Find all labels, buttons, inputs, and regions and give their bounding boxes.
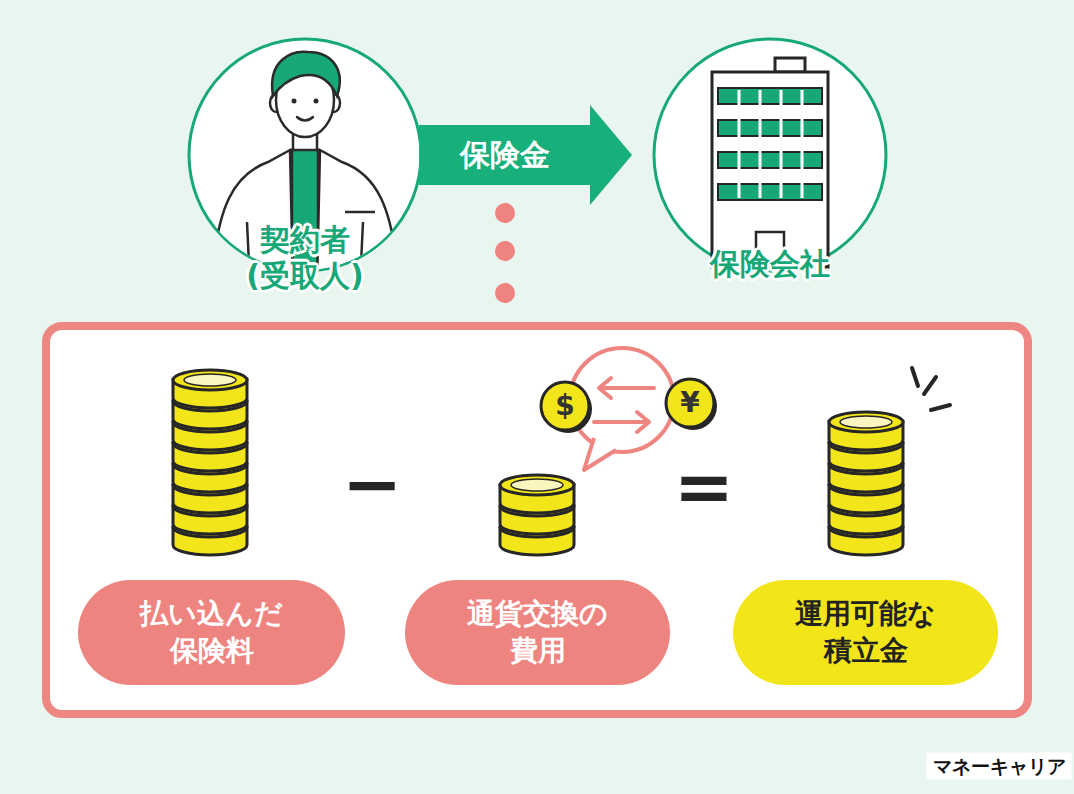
circle-label: 保険会社 bbox=[710, 246, 830, 282]
circle-outline bbox=[652, 37, 888, 273]
pill-label: 払い込んだ 保険料 bbox=[102, 596, 322, 669]
watermark: マネーキャリア bbox=[927, 753, 1072, 780]
yen-symbol: ¥ bbox=[680, 389, 699, 417]
company-circle: 保険会社 bbox=[652, 37, 888, 273]
circle-label: 契約者 (受取人) bbox=[220, 222, 390, 294]
pill-label: 運用可能な 積立金 bbox=[756, 596, 976, 669]
dot bbox=[495, 283, 515, 303]
term-pill: 通貨交換の 費用 bbox=[405, 580, 670, 685]
dot-leader bbox=[495, 203, 515, 303]
dollar-symbol: $ bbox=[555, 392, 574, 420]
arrow-label: 保険金 bbox=[460, 140, 550, 170]
formula-frame: 払い込んだ 保険料 通貨交換の 費用 運用可能な 積立金 bbox=[42, 322, 1032, 718]
equals-sign: = bbox=[674, 450, 734, 522]
circle-shape bbox=[654, 39, 886, 271]
dot bbox=[495, 241, 515, 261]
person-circle: 契約者 (受取人) bbox=[187, 37, 423, 273]
minus-sign: − bbox=[342, 448, 402, 520]
pill-label: 通貨交換の 費用 bbox=[438, 596, 638, 669]
dot bbox=[495, 203, 515, 223]
result-pill: 運用可能な 積立金 bbox=[733, 580, 998, 685]
term-pill: 払い込んだ 保険料 bbox=[78, 580, 345, 685]
flow-arrow bbox=[419, 105, 632, 205]
